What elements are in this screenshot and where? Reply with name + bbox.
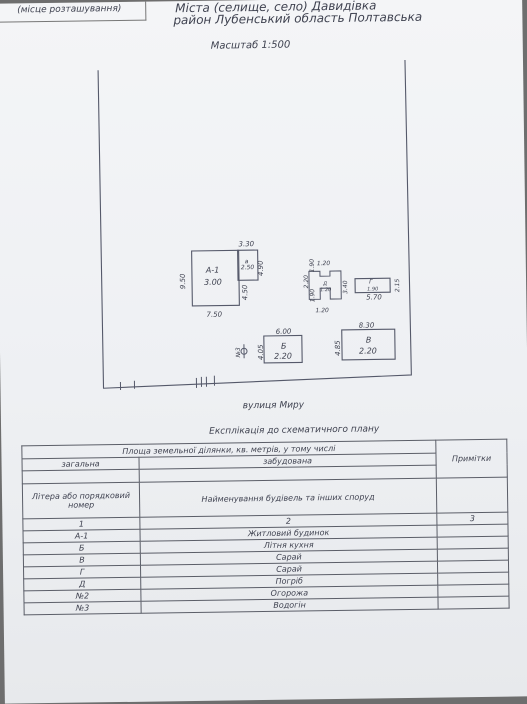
col-letter-header: Літера або порядковий номер <box>22 482 139 519</box>
row-note <box>437 548 508 561</box>
d-w2: 1.20 <box>315 307 329 314</box>
row-note <box>437 560 508 573</box>
d-h3: 2.20 <box>303 275 310 289</box>
a1-side: 4.50 <box>241 284 249 300</box>
v-width: 8.30 <box>359 321 375 329</box>
row-note <box>438 584 509 597</box>
d-w: 1.20 <box>317 260 331 267</box>
g-height: 2.15 <box>394 279 401 293</box>
row-note <box>438 572 509 585</box>
b-width: 6.00 <box>276 328 292 336</box>
g-width: 5.70 <box>366 293 382 301</box>
col-num-3: 3 <box>437 512 508 525</box>
b-label: Б <box>281 342 287 351</box>
gate-marks <box>120 376 214 390</box>
a-small-height: 4.90 <box>257 260 265 276</box>
v-label: В <box>366 335 372 344</box>
b-value: 2.20 <box>274 352 292 361</box>
explication-table-wrap: Площа земельної ділянки, кв. метрів, у т… <box>21 439 509 616</box>
b-height: 4.05 <box>257 344 265 360</box>
row-note <box>438 596 509 609</box>
a-small-width: 3.30 <box>238 240 254 248</box>
d-h2: 3.40 <box>342 280 349 294</box>
a1-height: 9.50 <box>179 273 187 289</box>
explication-table: Площа земельної ділянки, кв. метрів, у т… <box>21 439 509 616</box>
well-mark: №3 <box>235 347 242 358</box>
d-h4: 1.90 <box>309 289 316 303</box>
v-height: 4.85 <box>334 340 342 356</box>
plot-boundary <box>98 60 411 388</box>
g-label: Г <box>369 278 373 285</box>
d-value: 1.20 <box>320 287 331 293</box>
street-label: вулиця Миру <box>243 400 304 411</box>
row-note <box>437 524 508 537</box>
a1-label: А-1 <box>205 266 220 275</box>
d-h1: 1.90 <box>309 259 316 273</box>
notes-header: Примітки <box>436 439 508 478</box>
row-letter: №3 <box>24 601 141 615</box>
col-notes-header <box>436 477 507 513</box>
col-name-header: Найменування будівель та інших споруд <box>139 478 436 517</box>
v-value: 2.20 <box>359 346 377 355</box>
g-value: 1.90 <box>367 286 378 292</box>
a-small-value: 2.50 <box>241 264 255 271</box>
a1-width: 7.50 <box>206 311 222 319</box>
row-note <box>437 536 508 549</box>
a1-value: 3.00 <box>204 278 222 287</box>
